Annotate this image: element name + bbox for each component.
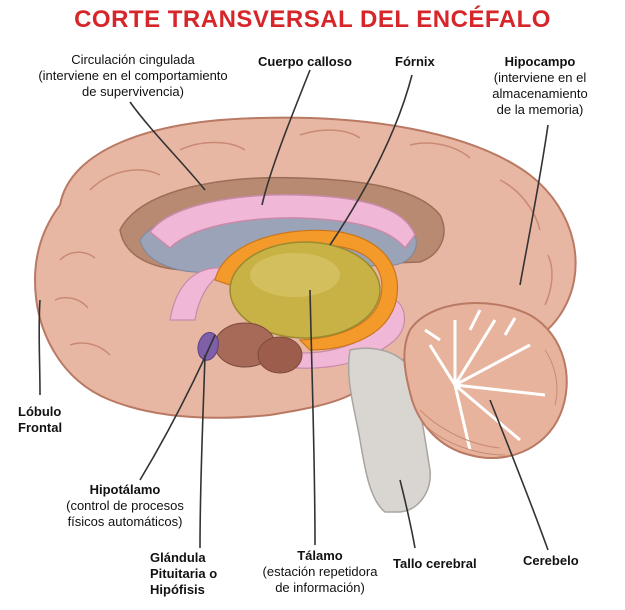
thalamus-name: Tálamo bbox=[245, 548, 395, 564]
frontal-name-1: Lóbulo bbox=[18, 404, 62, 420]
frontal-name-2: Frontal bbox=[18, 420, 62, 436]
leader-frontal bbox=[39, 300, 40, 395]
mammillary-blob bbox=[258, 337, 302, 373]
label-fornix: Fórnix bbox=[395, 54, 435, 70]
cerebellum-shape bbox=[404, 303, 566, 458]
diagram-title: CORTE TRANSVERSAL DEL ENCÉFALO bbox=[0, 6, 625, 34]
pituitary-name-2: Pituitaria o bbox=[150, 566, 217, 582]
thalamus-desc-1: (estación repetidora bbox=[245, 564, 395, 580]
hypothal-name: Hipotálamo bbox=[40, 482, 210, 498]
label-hippocampus: Hipocampo (interviene en el almacenamien… bbox=[470, 54, 610, 118]
pituitary-name-3: Hipófisis bbox=[150, 582, 217, 598]
hypothal-desc-2: físicos automáticos) bbox=[40, 514, 210, 530]
cingulate-name: Circulación cingulada bbox=[18, 52, 248, 68]
label-cingulate: Circulación cingulada (interviene en el … bbox=[18, 52, 248, 100]
pituitary-name-1: Glándula bbox=[150, 550, 217, 566]
cingulate-desc-2: de supervivencia) bbox=[18, 84, 248, 100]
hypothal-desc-1: (control de procesos bbox=[40, 498, 210, 514]
thalamus-desc-2: de información) bbox=[245, 580, 395, 596]
thalamus-highlight bbox=[250, 253, 340, 297]
label-cerebellum: Cerebelo bbox=[523, 553, 579, 569]
cingulate-desc-1: (interviene en el comportamiento bbox=[18, 68, 248, 84]
label-brainstem: Tallo cerebral bbox=[393, 556, 477, 572]
label-hypothalamus: Hipotálamo (control de procesos físicos … bbox=[40, 482, 210, 530]
hippo-desc-2: almacenamiento bbox=[470, 86, 610, 102]
hippo-desc-3: de la memoria) bbox=[470, 102, 610, 118]
label-thalamus: Tálamo (estación repetidora de informaci… bbox=[245, 548, 395, 596]
label-corpus-callosum: Cuerpo calloso bbox=[258, 54, 352, 70]
hippo-name: Hipocampo bbox=[470, 54, 610, 70]
label-pituitary: Glándula Pituitaria o Hipófisis bbox=[150, 550, 217, 598]
label-frontal-lobe: Lóbulo Frontal bbox=[18, 404, 62, 436]
hippo-desc-1: (interviene en el bbox=[470, 70, 610, 86]
